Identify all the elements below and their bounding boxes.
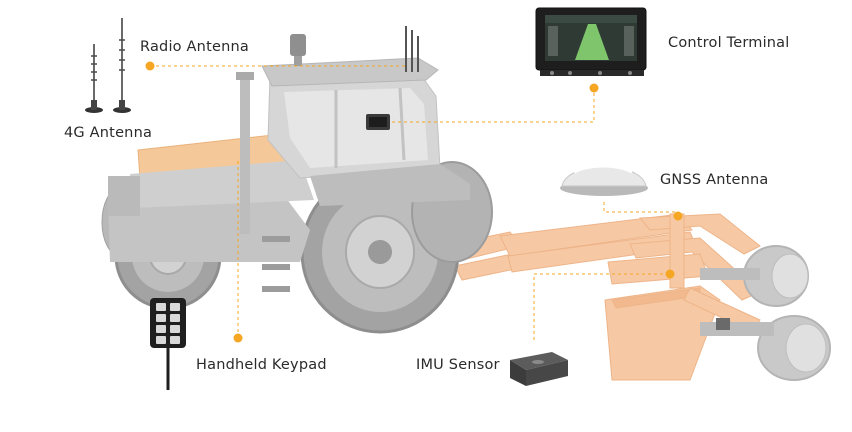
radio-antenna-label: Radio Antenna (140, 39, 249, 55)
control-terminal-dot (589, 83, 599, 93)
4g-antenna-image (85, 18, 131, 113)
gnss-antenna-leader (603, 202, 679, 216)
implement (451, 213, 761, 381)
imu-dot (665, 269, 675, 279)
imu-sensor-image (510, 352, 568, 386)
tractor (101, 26, 493, 334)
keypad-dot (233, 333, 243, 343)
implement-wheels (700, 245, 831, 381)
4g-antenna-label: 4G Antenna (64, 125, 153, 141)
gnss-antenna-label: GNSS Antenna (660, 172, 769, 188)
imu-leader (533, 273, 670, 340)
control-terminal-label: Control Terminal (668, 35, 790, 51)
handheld-keypad-label: Handheld Keypad (196, 357, 327, 373)
control-terminal-image (535, 7, 647, 76)
gnss-antenna-image (560, 164, 648, 196)
radio-antenna-dot (145, 61, 155, 71)
handheld-keypad-image (150, 298, 186, 390)
control-terminal-leader (392, 88, 595, 123)
leader-dots (145, 61, 683, 343)
gnss-antenna-dot (673, 211, 683, 221)
imu-sensor-label: IMU Sensor (416, 357, 500, 373)
